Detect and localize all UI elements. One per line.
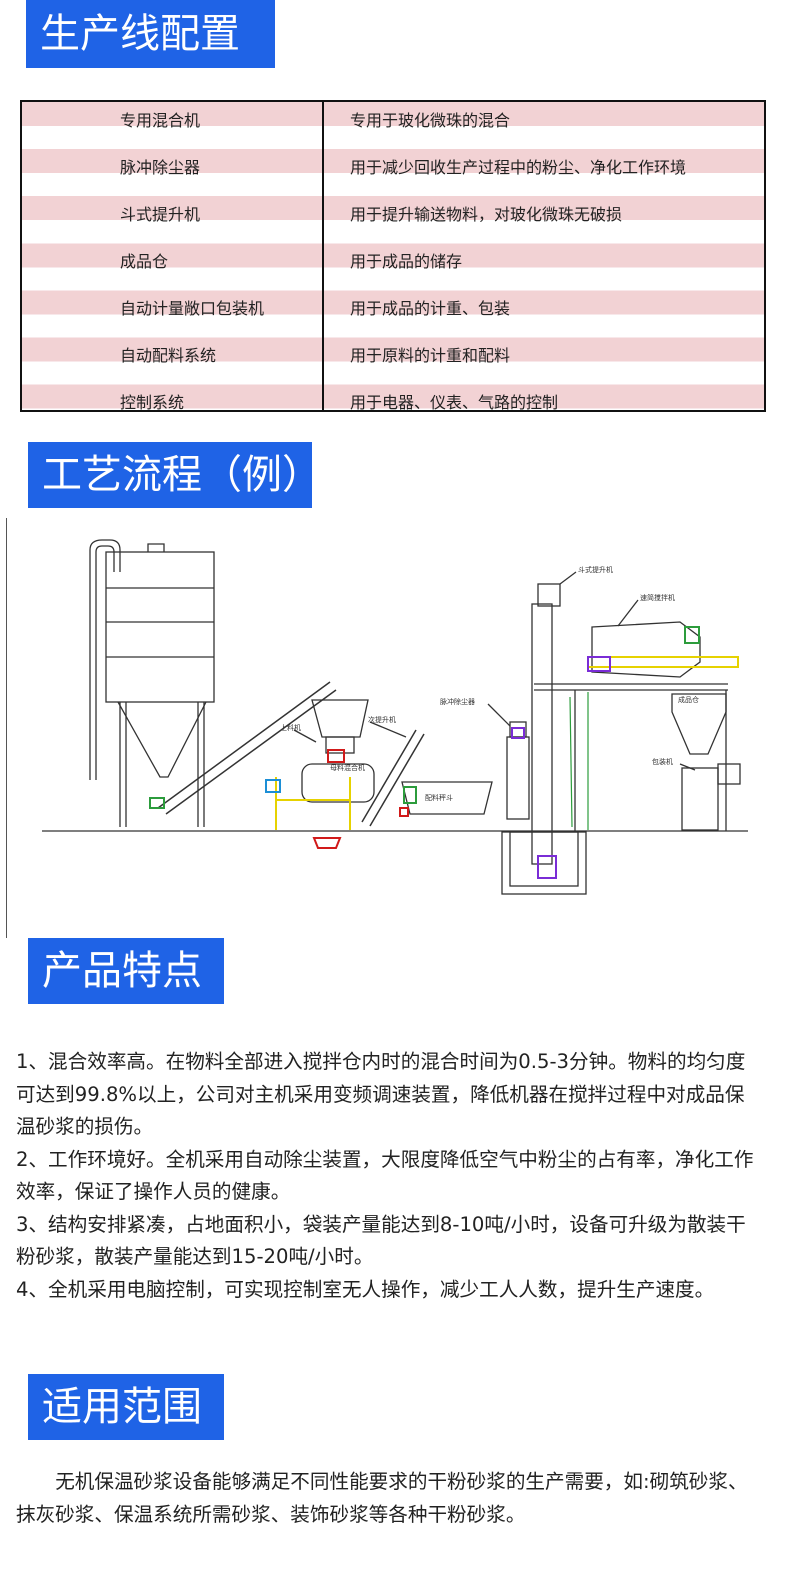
silo-pipe	[89, 539, 121, 780]
table-row: 脉冲除尘器 用于减少回收生产过程中的粉尘、净化工作环境	[22, 151, 764, 177]
label-secondary-elevator: 次提升机	[368, 715, 396, 724]
label-speed-mixer: 速简搅拌机	[640, 593, 675, 602]
feature-item: 3、结构安排紧凑，占地面积小，袋装产量能达到8-10吨/小时，设备可升级为散装干…	[16, 1212, 746, 1269]
silo-body	[105, 551, 215, 703]
equipment-name: 专用混合机	[120, 111, 201, 130]
premix-mixer	[301, 763, 375, 803]
scope-text: 无机保温砂浆设备能够满足不同性能要求的干粉砂浆的生产需要，如:砌筑砂浆、抹灰砂浆…	[16, 1470, 748, 1526]
config-table: 专用混合机 专用于玻化微珠的混合 脉冲除尘器 用于减少回收生产过程中的粉尘、净化…	[20, 100, 766, 412]
table-row: 专用混合机 专用于玻化微珠的混合	[22, 104, 764, 130]
equipment-name: 自动计量敞口包装机	[120, 299, 265, 318]
label-packer: 包装机	[652, 757, 673, 766]
dust-collector	[506, 736, 530, 820]
table-row: 控制系统 用于电器、仪表、气路的控制	[22, 386, 764, 412]
table-row: 自动计量敞口包装机 用于成品的计重、包装	[22, 292, 764, 318]
speed-mixer	[591, 621, 701, 678]
equipment-name: 斗式提升机	[120, 205, 201, 224]
screw-conveyor	[157, 681, 331, 809]
equipment-desc: 专用于玻化微珠的混合	[350, 111, 511, 130]
process-flow-diagram: 斗式提升机 速简搅拌机 脉冲除尘器 成品仓 次提升机 上料机 母料混合机 配料秤…	[42, 539, 748, 895]
equipment-desc: 用于原料的计重和配料	[350, 346, 511, 365]
equipment-name: 脉冲除尘器	[120, 158, 201, 177]
features-list: 1、混合效率高。在物料全部进入搅拌仓内时的混合时间为0.5-3分钟。物料的均匀度…	[16, 1046, 758, 1306]
scope-paragraph: 无机保温砂浆设备能够满足不同性能要求的干粉砂浆的生产需要，如:砌筑砂浆、抹灰砂浆…	[16, 1466, 758, 1531]
feature-item: 1、混合效率高。在物料全部进入搅拌仓内时的混合时间为0.5-3分钟。物料的均匀度…	[16, 1050, 746, 1138]
bucket-elevator	[531, 603, 553, 865]
label-product-bin: 成品仓	[678, 695, 699, 704]
feature-item: 2、工作环境好。全机采用自动除尘装置，大限度降低空气中粉尘的占有率，净化工作效率…	[16, 1147, 754, 1204]
equipment-desc: 用于减少回收生产过程中的粉尘、净化工作环境	[350, 158, 687, 177]
silo-cone	[117, 701, 207, 778]
divider-line	[6, 518, 7, 938]
feature-item: 4、全机采用电脑控制，可实现控制室无人操作，减少工人人数，提升生产速度。	[16, 1277, 715, 1301]
section-title-features: 产品特点	[28, 938, 224, 1004]
table-row: 自动配料系统 用于原料的计重和配料	[22, 339, 764, 365]
label-bucket-elevator: 斗式提升机	[578, 565, 613, 574]
packer	[681, 767, 719, 831]
equipment-desc: 用于成品的计重、包装	[350, 299, 511, 318]
equipment-name: 控制系统	[120, 393, 185, 412]
equipment-desc: 用于成品的储存	[350, 252, 463, 271]
label-pulse-dust: 脉冲除尘器	[440, 697, 475, 706]
section-title-scope: 适用范围	[28, 1374, 224, 1440]
premix-hopper	[311, 699, 369, 738]
label-feeder: 上料机	[280, 723, 301, 732]
label-premix-mixer: 母料混合机	[330, 763, 365, 772]
section-title-config: 生产线配置	[26, 0, 275, 68]
table-column-divider	[322, 102, 324, 410]
secondary-elevator	[361, 729, 417, 823]
product-bin	[671, 693, 727, 755]
table-row: 斗式提升机 用于提升输送物料，对玻化微珠无破损	[22, 198, 764, 224]
equipment-desc: 用于提升输送物料，对玻化微珠无破损	[350, 205, 623, 224]
label-batching-hopper: 配料秤斗	[425, 793, 453, 802]
equipment-desc: 用于电器、仪表、气路的控制	[350, 393, 559, 412]
section-title-process: 工艺流程（例）	[28, 442, 322, 508]
table-row: 成品仓 用于成品的储存	[22, 245, 764, 271]
equipment-name: 成品仓	[120, 252, 169, 271]
equipment-name: 自动配料系统	[120, 346, 217, 365]
